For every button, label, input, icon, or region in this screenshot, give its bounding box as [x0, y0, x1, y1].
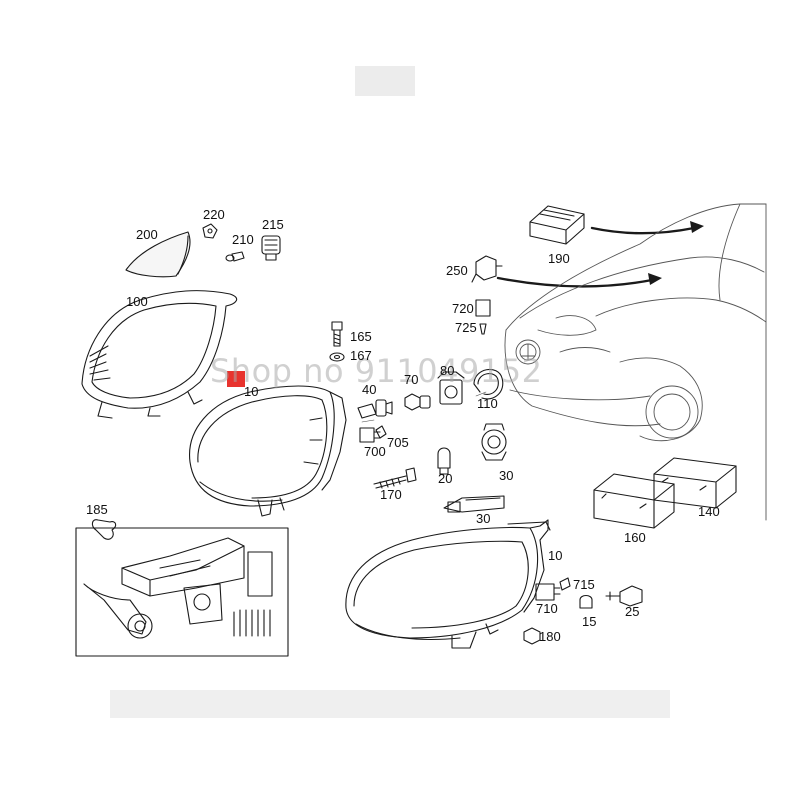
- callout-100: 100: [126, 294, 148, 309]
- callout-180: 180: [539, 629, 561, 644]
- callout-170: 170: [380, 487, 402, 502]
- part-700-holder: [359, 427, 381, 443]
- part-160-control-unit: [593, 473, 675, 529]
- callout-185: 185: [86, 502, 108, 517]
- callout-200: 200: [136, 227, 158, 242]
- callout-40: 40: [362, 382, 377, 397]
- part-725-pin: [479, 323, 487, 335]
- callout-10a: 10: [244, 384, 259, 399]
- callout-140: 140: [698, 504, 720, 519]
- callout-80: 80: [440, 363, 455, 378]
- part-170-screw: [373, 467, 417, 489]
- arrow-heads: [648, 221, 704, 285]
- part-250-sensor: [471, 255, 503, 283]
- part-30-socket: [481, 423, 507, 461]
- watermark-text: Shop no 911049152: [210, 352, 543, 390]
- part-180-bolt: [523, 627, 541, 645]
- part-110-ring: [473, 368, 504, 400]
- callout-25: 25: [625, 604, 640, 619]
- callout-190: 190: [548, 251, 570, 266]
- vehicle-outline: [504, 203, 767, 521]
- part-25-socket: [605, 585, 643, 607]
- callout-715: 715: [573, 577, 595, 592]
- part-100-frame: [81, 290, 238, 419]
- part-10-left-headlight: [189, 385, 347, 517]
- part-190-module: [529, 205, 585, 245]
- part-167-washer: [329, 352, 345, 362]
- part-200-cover: [125, 231, 191, 278]
- callout-250: 250: [446, 263, 468, 278]
- header-smudge: [355, 66, 415, 96]
- part-20-bulb: [437, 447, 451, 475]
- part-210-bulb: [225, 251, 245, 262]
- part-215-socket: [261, 235, 281, 261]
- callout-220: 220: [203, 207, 225, 222]
- callout-710: 710: [536, 601, 558, 616]
- part-720-clip: [475, 299, 491, 317]
- callout-705: 705: [387, 435, 409, 450]
- callout-15: 15: [582, 614, 597, 629]
- callout-70: 70: [404, 372, 419, 387]
- callout-30b: 30: [476, 511, 491, 526]
- callout-167: 167: [350, 348, 372, 363]
- part-710-socket: [535, 583, 561, 601]
- part-165-screw: [331, 321, 343, 347]
- part-185-kit-box: [75, 519, 289, 657]
- part-30-connector: [443, 495, 505, 513]
- red-marker: [227, 371, 245, 387]
- callout-160: 160: [624, 530, 646, 545]
- callout-20: 20: [438, 471, 453, 486]
- part-40-bulb: [357, 399, 393, 419]
- pointer-arrows: [496, 226, 696, 288]
- callout-215: 215: [262, 217, 284, 232]
- callout-10b: 10: [548, 548, 563, 563]
- part-15-bulb: [579, 594, 593, 609]
- callout-725: 725: [455, 320, 477, 335]
- callout-30a: 30: [499, 468, 514, 483]
- callout-110: 110: [477, 396, 498, 411]
- part-80-igniter: [437, 371, 465, 405]
- part-705-bulb: [375, 425, 387, 439]
- part-220-nut: [202, 223, 218, 239]
- callout-720: 720: [452, 301, 474, 316]
- callout-700: 700: [364, 444, 386, 459]
- footer-smudge: [110, 690, 670, 718]
- part-715-bulb: [559, 577, 571, 591]
- part-70-bulb: [404, 393, 431, 411]
- callout-210: 210: [232, 232, 254, 247]
- part-10-right-headlight: [345, 519, 551, 649]
- callout-165: 165: [350, 329, 372, 344]
- leader-lines: [361, 391, 487, 423]
